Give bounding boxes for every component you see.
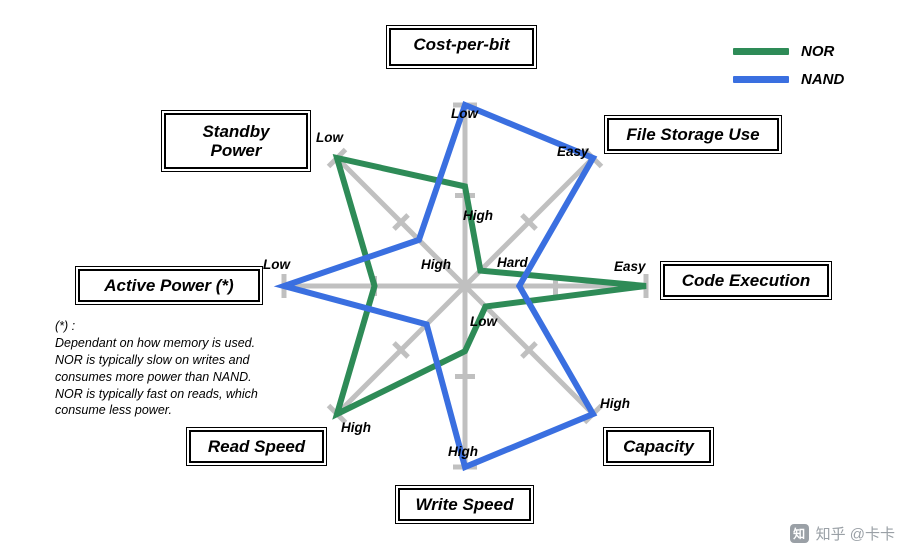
tick-code-execution-outer: Easy — [614, 259, 646, 274]
tick-active-power-outer: Low — [263, 257, 290, 272]
axis-label-cost-per-bit: Cost-per-bit — [386, 25, 537, 69]
tick-read-speed-outer: High — [341, 420, 371, 435]
legend-item-nand: NAND — [733, 68, 844, 90]
series-nand — [273, 101, 598, 472]
legend-swatch-nor — [733, 47, 789, 55]
axis-label-file-storage-use: File Storage Use — [604, 115, 782, 154]
tick-code-execution-inner: Hard — [497, 255, 528, 270]
axis-label-code-execution: Code Execution — [660, 261, 832, 300]
watermark-text: 知乎 @卡卡 — [815, 526, 895, 543]
footnote-text: (*) : Dependant on how memory is used. N… — [55, 319, 258, 418]
tick-write-speed-outer: High — [448, 444, 478, 459]
axis-label-write-speed: Write Speed — [395, 485, 534, 524]
axis-label-active-power: Active Power (*) — [75, 266, 263, 305]
tick-active-power-inner: High — [421, 257, 451, 272]
tick-cost-per-bit-inner: High — [463, 208, 493, 223]
axis-label-standby-power: Standby Power — [161, 110, 311, 172]
legend-label-nand: NAND — [801, 70, 845, 88]
legend-label-nor: NOR — [801, 42, 835, 60]
chart-legend: NOR NAND — [733, 40, 844, 96]
radar-series — [273, 101, 647, 472]
series-nor — [332, 153, 647, 420]
legend-item-nor: NOR — [733, 40, 844, 62]
zhihu-logo-icon: 知 — [789, 524, 809, 543]
watermark: 知 知乎 @卡卡 — [789, 523, 895, 544]
tick-cost-per-bit-outer: Low — [451, 106, 478, 121]
tick-file-storage-outer: Easy — [557, 144, 589, 159]
axis-label-read-speed: Read Speed — [186, 427, 327, 466]
axis-label-capacity: Capacity — [603, 427, 714, 466]
legend-swatch-nand — [733, 75, 789, 83]
tick-standby-power-outer: Low — [316, 130, 343, 145]
tick-write-speed-inner: Low — [470, 314, 497, 329]
tick-capacity-outer: High — [600, 396, 630, 411]
